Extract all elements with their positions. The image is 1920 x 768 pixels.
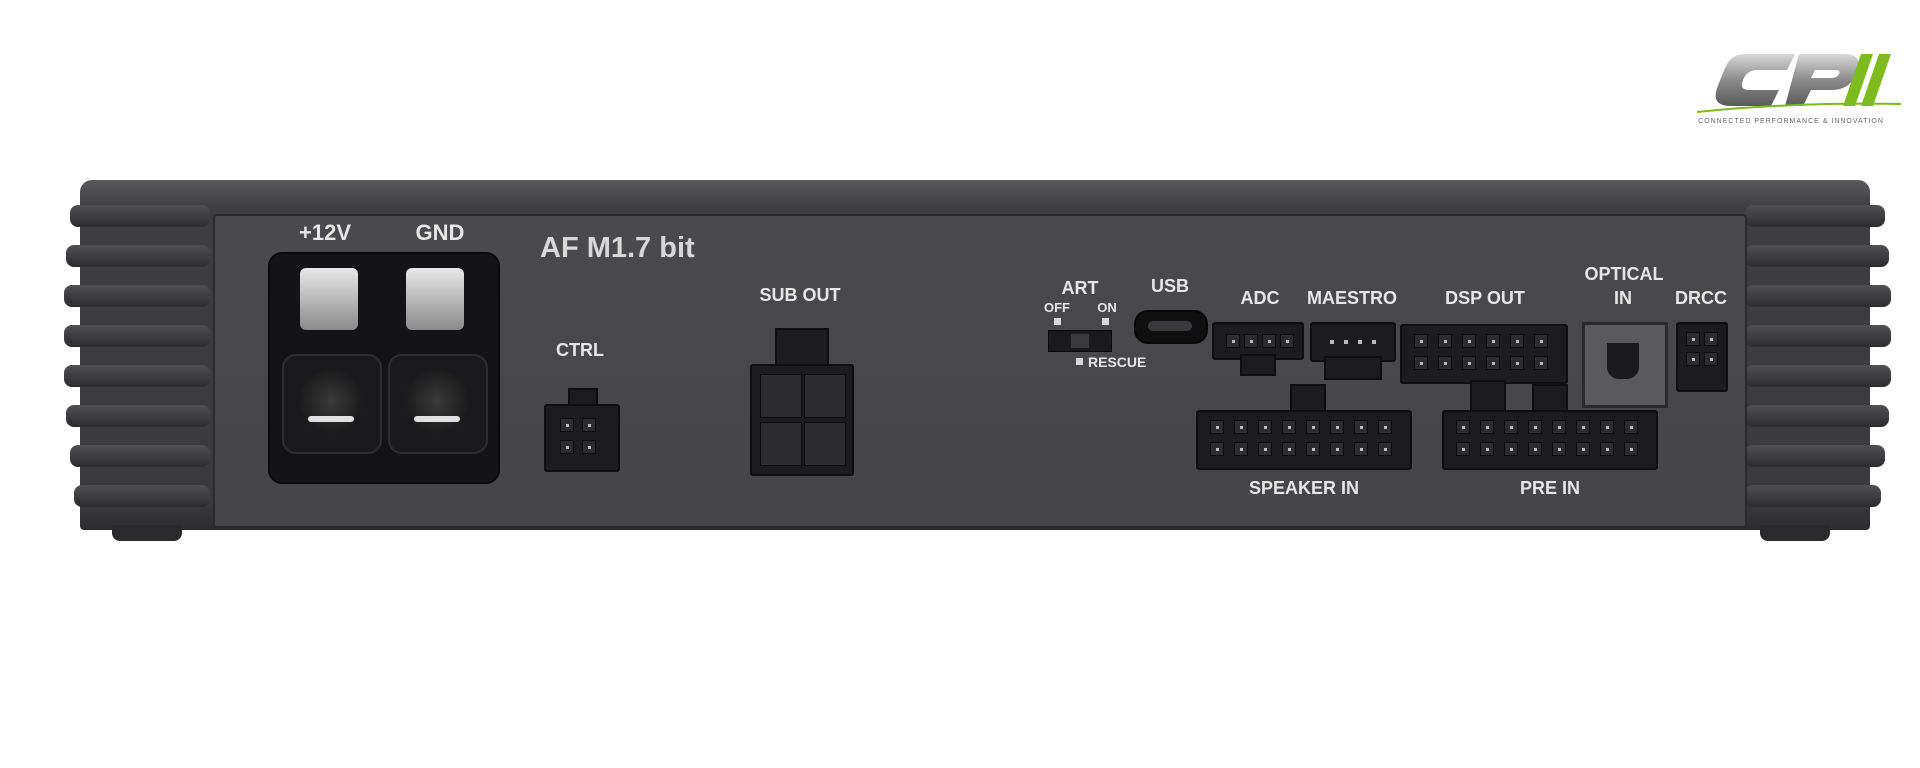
optical-in-port[interactable]	[1582, 322, 1668, 408]
gnd-label: GND	[415, 220, 465, 245]
drcc-label: DRCC	[1675, 288, 1727, 308]
off-indicator-dot	[1054, 318, 1061, 325]
plus12v-label: +12V	[299, 220, 351, 245]
dsp-out-label: DSP OUT	[1445, 288, 1525, 308]
adc-connector[interactable]	[1212, 322, 1304, 360]
positive-power-socket[interactable]	[282, 354, 382, 454]
adc-label: ADC	[1240, 288, 1280, 308]
adc-latch	[1240, 354, 1276, 376]
rescue-indicator-dot	[1076, 358, 1083, 365]
logo-tagline: CONNECTED PERFORMANCE & INNOVATION	[1698, 118, 1884, 125]
speaker-in-connector[interactable]	[1196, 410, 1412, 470]
sub-out-label: SUB OUT	[759, 285, 841, 305]
power-terminal-block	[268, 252, 500, 484]
optical-label: OPTICAL	[1584, 264, 1664, 284]
drcc-connector[interactable]	[1676, 322, 1728, 392]
ground-power-socket[interactable]	[388, 354, 488, 454]
maestro-latch	[1324, 356, 1382, 380]
speaker-in-label: SPEAKER IN	[1248, 478, 1360, 498]
usb-label: USB	[1150, 276, 1189, 296]
dsp-out-connector[interactable]	[1400, 324, 1568, 384]
optical-in-label: IN	[1614, 288, 1632, 308]
ctrl-connector[interactable]	[544, 404, 620, 472]
right-foot	[1760, 525, 1830, 541]
pre-in-latch-left	[1470, 380, 1506, 412]
ctrl-label: CTRL	[556, 340, 604, 360]
art-label: ART	[1061, 278, 1099, 298]
cp-logo: CONNECTED PERFORMANCE & INNOVATION	[1675, 18, 1907, 148]
pre-in-connector[interactable]	[1442, 410, 1658, 470]
art-slide-switch[interactable]	[1048, 330, 1112, 352]
usb-port[interactable]	[1134, 310, 1208, 344]
ground-screw-icon[interactable]	[406, 268, 464, 330]
art-off-label: OFF	[1044, 300, 1070, 315]
maestro-label: MAESTRO	[1307, 288, 1397, 308]
positive-screw-icon[interactable]	[300, 268, 358, 330]
left-foot	[112, 525, 182, 541]
model-name: AF M1.7 bit	[540, 232, 695, 264]
rescue-label: RESCUE	[1088, 354, 1147, 370]
art-on-label: ON	[1097, 300, 1117, 315]
sub-out-connector[interactable]	[750, 364, 854, 476]
pre-in-label: PRE IN	[1519, 478, 1580, 498]
cp-logo-mark	[1696, 54, 1902, 113]
on-indicator-dot	[1102, 318, 1109, 325]
